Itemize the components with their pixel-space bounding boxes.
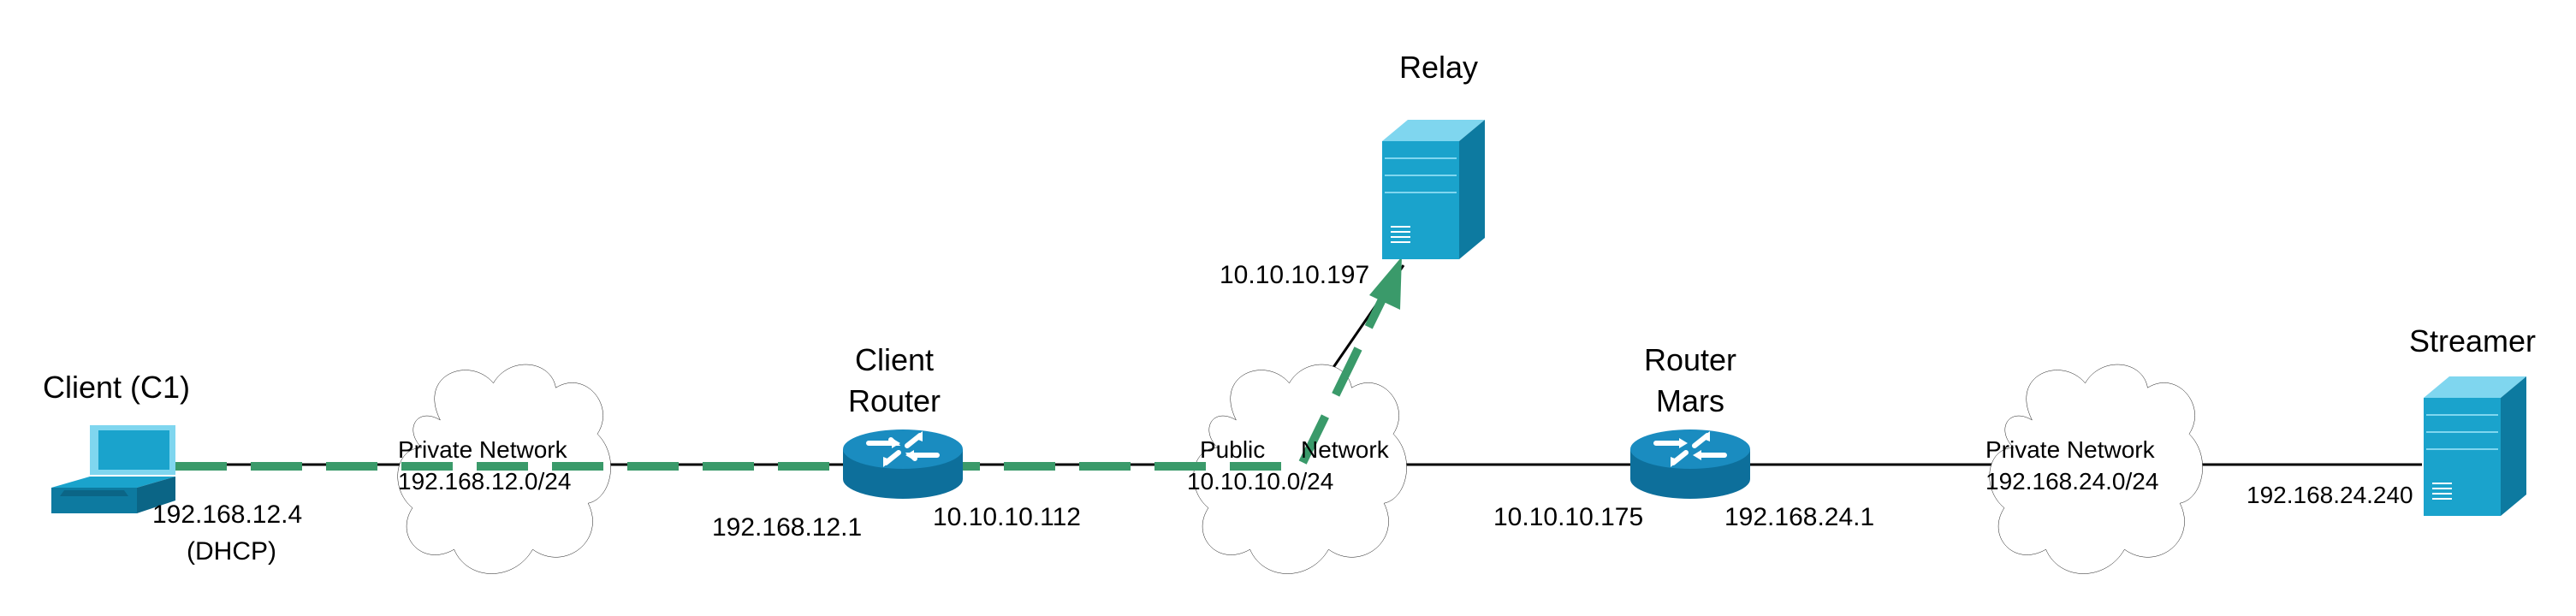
public-network-subnet: 10.10.10.0/24 bbox=[1187, 468, 1334, 495]
router-mars-label-line2: Mars bbox=[1656, 383, 1724, 418]
streamer-server-icon bbox=[2424, 376, 2526, 516]
public-network-name-part1: Public bbox=[1200, 436, 1266, 463]
client-router-icon bbox=[843, 429, 963, 499]
client-router-label-line2: Router bbox=[847, 383, 941, 418]
router-mars-label-line1: Router bbox=[1643, 342, 1737, 377]
client-router-ip-left: 192.168.12.1 bbox=[712, 513, 863, 542]
router-mars-ip-left: 10.10.10.175 bbox=[1493, 503, 1644, 531]
client-private-network-name: Private Network bbox=[398, 436, 567, 463]
router-mars-ip-right: 192.168.24.1 bbox=[1724, 503, 1875, 531]
path-arrowhead bbox=[1369, 257, 1402, 310]
client-to-relay-path bbox=[175, 297, 1386, 471]
client-ip-note: (DHCP) bbox=[187, 537, 276, 566]
streamer-private-network-name: Private Network bbox=[1985, 436, 2155, 463]
streamer-private-network-subnet: 192.168.24.0/24 bbox=[1985, 468, 2159, 495]
relay-label: Relay bbox=[1399, 50, 1479, 85]
streamer-label: Streamer bbox=[2409, 323, 2537, 358]
streamer-ip: 192.168.24.240 bbox=[2247, 482, 2413, 508]
client-ip: 192.168.12.4 bbox=[152, 500, 303, 529]
relay-server-icon bbox=[1382, 120, 1485, 259]
client-router-ip-right: 10.10.10.112 bbox=[933, 503, 1081, 531]
client-label: Client (C1) bbox=[43, 370, 191, 405]
client-private-network-subnet: 192.168.12.0/24 bbox=[398, 468, 572, 495]
public-network-name-part2: Network bbox=[1301, 436, 1389, 463]
relay-ip: 10.10.10.197 bbox=[1220, 261, 1370, 289]
router-mars-icon bbox=[1630, 429, 1750, 499]
client-router-label-line1: Client bbox=[854, 342, 935, 377]
laptop-icon bbox=[51, 425, 175, 513]
